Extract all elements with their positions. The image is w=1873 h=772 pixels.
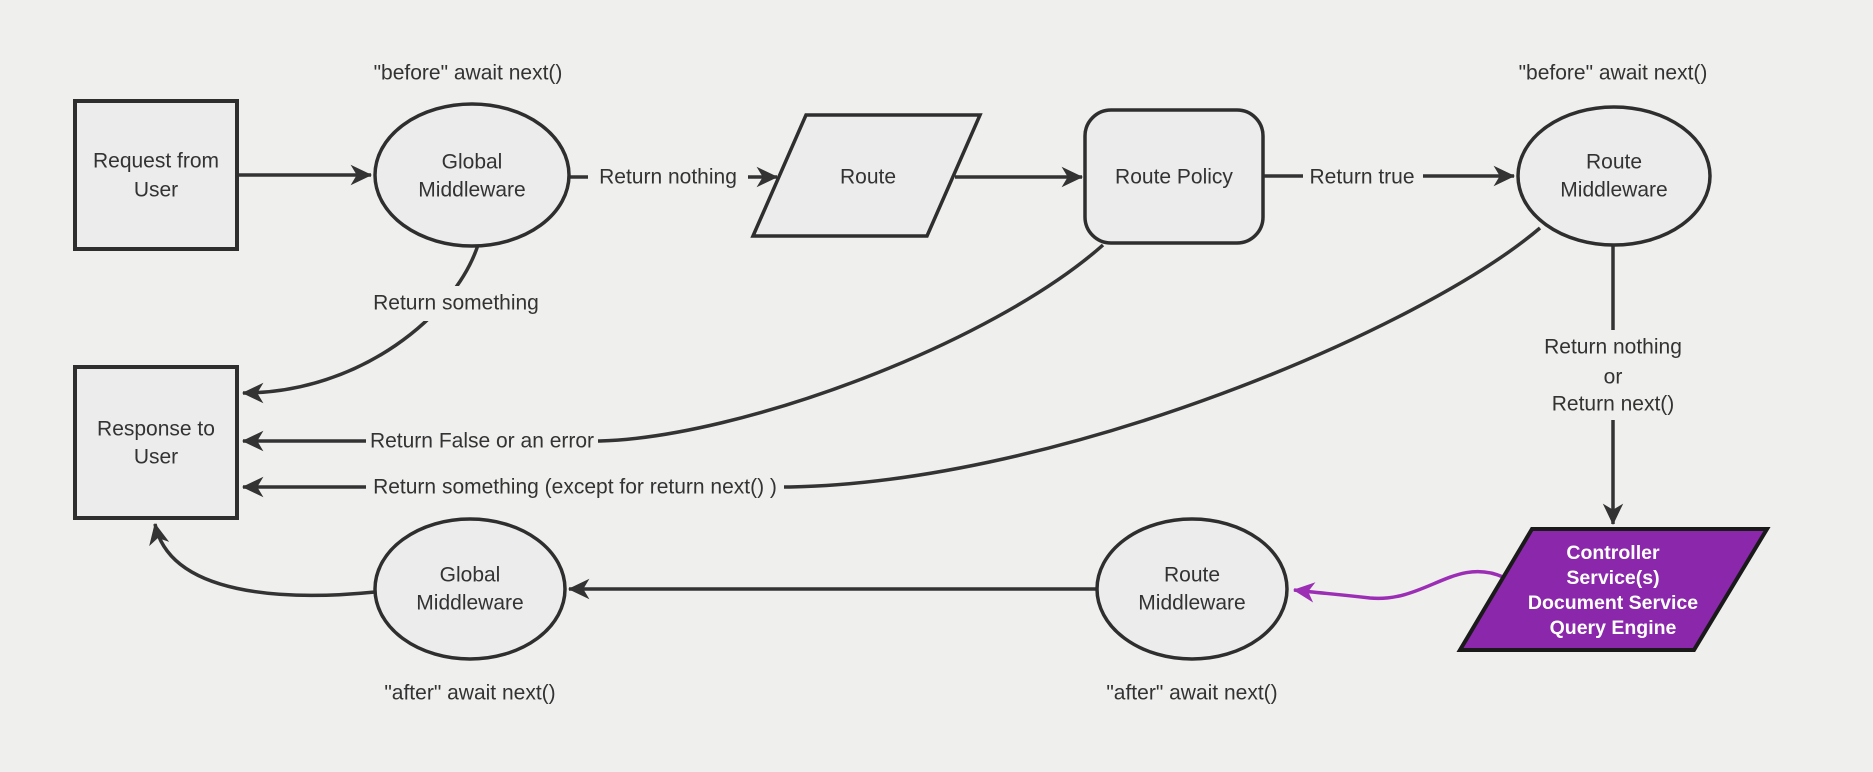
return-nothing-label: Return nothing (599, 166, 737, 189)
return-nothing-label-bg (588, 159, 748, 195)
edge-label-return-true: Return true (1303, 159, 1423, 195)
annotation-before-left: "before" await next() (374, 62, 563, 85)
return-nothing-or-line1: Return nothing (1544, 336, 1682, 359)
edge-label-return-something-except: Return something (except for return next… (366, 470, 784, 505)
node-global-middleware-bottom: Global Middleware (373, 517, 567, 661)
edge-label-return-false-or-error: Return False or an error (366, 424, 598, 459)
global-middleware-top-line1: Global (442, 151, 503, 174)
route-middleware-top-ellipse (1516, 105, 1712, 247)
node-controller-services: Controller Service(s) Document Service Q… (1456, 527, 1771, 652)
annotation-after-left: "after" await next() (384, 682, 555, 705)
response-label-line2: User (134, 446, 178, 469)
node-route: Route (750, 113, 983, 238)
edge-label-return-nothing-or-next: Return nothing or Return next() (1530, 330, 1696, 420)
node-response-to-user: Response to User (73, 365, 239, 520)
return-false-label-bg (366, 424, 598, 459)
response-label-line1: Response to (97, 418, 215, 441)
request-label-line1: Request from (93, 150, 219, 173)
node-global-middleware-top: Global Middleware (373, 102, 571, 248)
edge-global-middleware-return-something (241, 244, 480, 404)
edge-label-return-something: Return something (364, 286, 548, 321)
route-label: Route (840, 166, 896, 189)
global-middleware-bottom-ellipse (373, 517, 567, 661)
edge-route-middleware-return-something-except (241, 226, 1542, 498)
return-something-except-label-bg (366, 470, 784, 505)
node-route-middleware-bottom: Route Middleware (1095, 517, 1289, 661)
controller-line3: Document Service (1528, 592, 1698, 614)
return-nothing-or-line3: Return next() (1552, 393, 1675, 416)
edge-global-middleware-bottom-to-response (149, 523, 376, 598)
global-middleware-bottom-line2: Middleware (416, 592, 523, 615)
global-middleware-top-line2: Middleware (418, 179, 525, 202)
node-route-middleware-top: Route Middleware (1516, 105, 1712, 247)
route-policy-label: Route Policy (1115, 166, 1233, 189)
return-something-except-label: Return something (except for return next… (373, 476, 777, 499)
return-something-label: Return something (373, 292, 539, 315)
global-middleware-top-ellipse (373, 102, 571, 248)
annotation-after-right: "after" await next() (1106, 682, 1277, 705)
return-nothing-or-label-bg (1530, 330, 1696, 420)
edge-label-return-nothing: Return nothing (588, 159, 748, 195)
return-false-label: Return False or an error (370, 430, 594, 453)
response-box (73, 365, 239, 520)
return-true-label-bg (1303, 159, 1423, 195)
annotation-before-right: "before" await next() (1519, 62, 1708, 85)
controller-parallelogram (1456, 527, 1771, 652)
return-true-label: Return true (1309, 166, 1414, 189)
controller-line4: Query Engine (1550, 617, 1677, 639)
global-middleware-bottom-line1: Global (440, 564, 501, 587)
controller-line1: Controller (1566, 542, 1660, 564)
node-route-policy: Route Policy (1083, 108, 1265, 245)
controller-line2: Service(s) (1566, 567, 1659, 589)
node-request-from-user: Request from User (73, 99, 239, 251)
route-middleware-bottom-ellipse (1095, 517, 1289, 661)
route-middleware-top-line2: Middleware (1560, 179, 1667, 202)
return-something-label-bg (364, 286, 548, 321)
route-parallelogram (750, 113, 983, 238)
route-middleware-bottom-line2: Middleware (1138, 592, 1245, 615)
route-middleware-top-line1: Route (1586, 151, 1642, 174)
return-nothing-or-line2: or (1604, 366, 1623, 389)
request-box (73, 99, 239, 251)
edge-route-policy-return-false (241, 243, 1105, 452)
edge-controller-to-route-middleware-bottom (1292, 569, 1504, 603)
route-policy-box (1083, 108, 1265, 245)
request-label-line2: User (134, 179, 178, 202)
route-middleware-bottom-line1: Route (1164, 564, 1220, 587)
